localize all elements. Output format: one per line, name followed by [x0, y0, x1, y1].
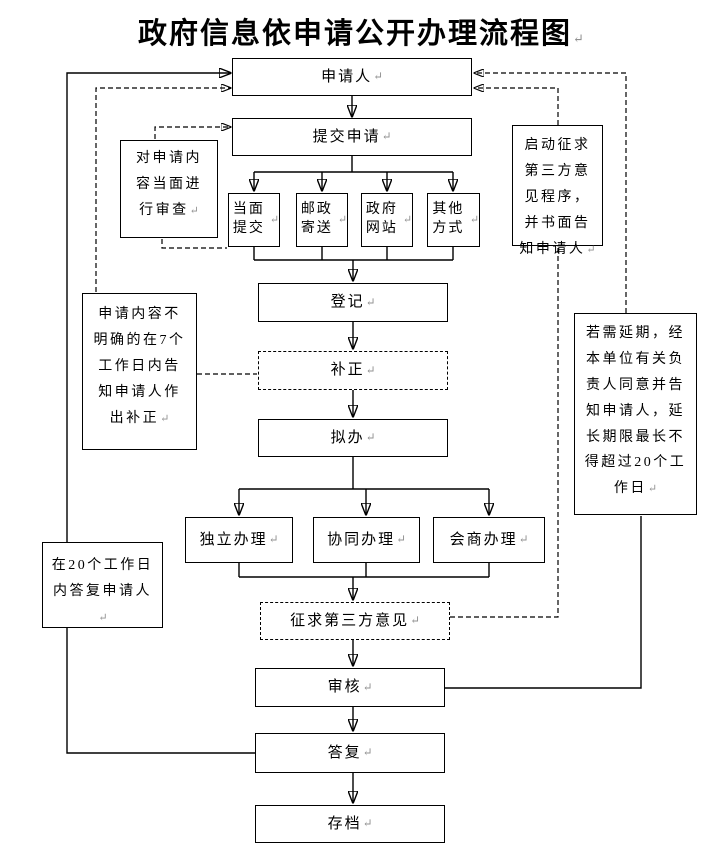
node-method-other: 其他方式 ↵: [427, 193, 480, 247]
node-correction: 补正↵: [258, 351, 448, 390]
paragraph-return-mark: ↵: [469, 213, 479, 226]
node-independent-handling: 独立办理↵: [185, 517, 293, 563]
node-label: 审核: [327, 679, 362, 696]
paragraph-return-mark: ↵: [573, 31, 584, 46]
node-label: 独立办理: [199, 531, 268, 548]
paragraph-return-mark: ↵: [586, 243, 596, 256]
node-label: 补正: [330, 362, 365, 379]
paragraph-return-mark: ↵: [365, 295, 376, 309]
node-label: 政府网站: [365, 202, 398, 236]
node-label: 答复: [327, 744, 362, 761]
paragraph-return-mark: ↵: [268, 533, 279, 547]
edge-reviewnote-to-submit: [154, 127, 231, 139]
solid-edges: [66, 73, 642, 803]
note-reply-within-20-days: 在20个工作日内答复申请人 ↵: [42, 542, 163, 628]
note-text: 申请内容不明确的在7个工作日内告知申请人作出补正: [93, 307, 186, 426]
node-label: 提交申请: [312, 128, 381, 145]
paragraph-return-mark: ↵: [269, 213, 279, 226]
note-start-third-party-procedure: 启动征求第三方意见程序，并书面告知申请人↵: [512, 125, 603, 257]
node-submit-application: 提交申请↵: [232, 118, 472, 156]
note-text: 若需延期，经本单位有关负责人同意并告知申请人，延长期限最长不得超过20个工作日: [584, 326, 687, 497]
paragraph-return-mark: ↵: [518, 533, 529, 547]
paragraph-return-mark: ↵: [365, 431, 376, 445]
paragraph-return-mark: ↵: [402, 213, 412, 226]
note-review-application-content: 对申请内容当面进行审查↵: [120, 140, 218, 238]
edge-handling-merge: [238, 563, 490, 578]
paragraph-return-mark: ↵: [98, 611, 108, 624]
edge-draft-split: [239, 457, 489, 490]
node-label: 邮政寄送: [300, 202, 333, 236]
node-consultation-handling: 会商办理↵: [433, 517, 545, 563]
edge-submit-split-stem: [254, 156, 453, 173]
edge-methods-merge: [253, 247, 454, 261]
note-extension-max-20-days: 若需延期，经本单位有关负责人同意并告知申请人，延长期限最长不得超过20个工作日↵: [574, 313, 697, 515]
node-label: 当面提交: [232, 202, 265, 236]
node-label: 协同办理: [327, 531, 396, 548]
node-archive: 存档↵: [255, 805, 445, 843]
node-label: 申请人: [321, 68, 373, 85]
paragraph-return-mark: ↵: [337, 213, 347, 226]
paragraph-return-mark: ↵: [362, 680, 373, 694]
node-reply: 答复↵: [255, 733, 445, 773]
edge-review-to-extension: [445, 516, 642, 689]
note-text: 对申请内容当面进行审查: [136, 151, 202, 218]
paragraph-return-mark: ↵: [362, 817, 373, 831]
node-label: 征求第三方意见: [290, 612, 410, 629]
node-applicant: 申请人↵: [232, 58, 472, 96]
node-review: 审核↵: [255, 668, 445, 707]
edge-reply-return-to-applicant: [66, 73, 255, 754]
node-label: 登记: [330, 294, 365, 311]
note-correction-within-7-days: 申请内容不明确的在7个工作日内告知申请人作出补正↵: [82, 293, 197, 450]
note-text: 启动征求第三方意见程序，并书面告知申请人: [519, 138, 591, 257]
node-collaborative-handling: 协同办理↵: [313, 517, 420, 563]
node-label: 其他方式: [432, 202, 465, 236]
paragraph-return-mark: ↵: [189, 204, 199, 217]
node-method-postal: 邮政寄送 ↵: [296, 193, 348, 247]
node-draft-handling: 拟办↵: [258, 419, 448, 457]
paragraph-return-mark: ↵: [160, 412, 170, 425]
diagram-title: 政府信息依申请公开办理流程图↵: [0, 10, 722, 52]
paragraph-return-mark: ↵: [396, 533, 406, 547]
node-label: 拟办: [330, 429, 365, 446]
paragraph-return-mark: ↵: [410, 614, 420, 628]
node-method-in-person: 当面提交 ↵: [228, 193, 280, 247]
paragraph-return-mark: ↵: [365, 363, 376, 377]
diagram-title-text: 政府信息依申请公开办理流程图: [138, 18, 573, 50]
edge-correctionnote-to-applicant: [95, 88, 231, 292]
edge-extension-to-applicant: [474, 73, 627, 313]
edge-reviewnote-to-inperson: [161, 239, 227, 249]
dashed-edges: [95, 73, 627, 618]
node-register: 登记↵: [258, 283, 448, 322]
node-solicit-third-party-opinion: 征求第三方意见↵: [260, 602, 450, 640]
paragraph-return-mark: ↵: [647, 483, 658, 496]
paragraph-return-mark: ↵: [373, 70, 383, 84]
node-label: 存档: [327, 815, 362, 832]
paragraph-return-mark: ↵: [362, 746, 373, 760]
note-text: 在20个工作日内答复申请人: [51, 558, 154, 599]
paragraph-return-mark: ↵: [381, 130, 392, 144]
node-method-gov-website: 政府网站 ↵: [361, 193, 413, 247]
edge-thirdparty-to-applicant: [450, 88, 559, 618]
node-label: 会商办理: [449, 531, 518, 548]
